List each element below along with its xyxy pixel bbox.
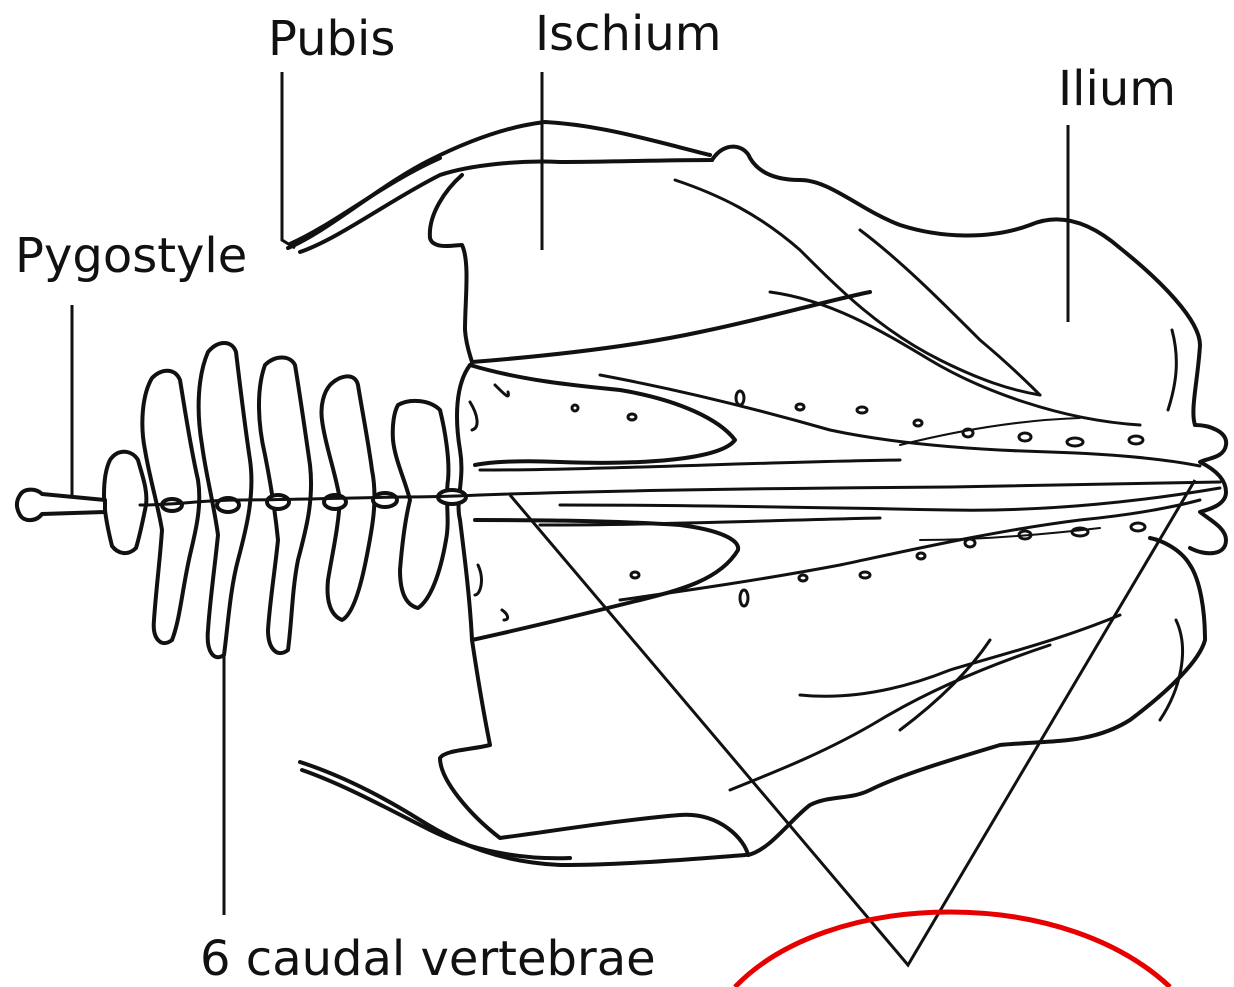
pygostyle-bone [17, 490, 105, 521]
label-caudal-vertebrae: 6 caudal vertebrae [200, 931, 656, 987]
ilium-upper [712, 147, 1200, 425]
caudal-vertebrae [104, 343, 480, 657]
highlight-circle [735, 912, 1170, 987]
leader-synsacrum [510, 480, 1195, 965]
leader-pubis [282, 72, 295, 248]
caudal-vertebra-6 [104, 452, 146, 553]
upper-hip-bones [288, 122, 1200, 425]
ischium-upper [430, 175, 870, 362]
ischium-lower [440, 640, 748, 855]
label-pubis: Pubis [268, 11, 395, 67]
label-ilium: Ilium [1058, 61, 1176, 117]
lower-hip-bones [300, 538, 1205, 865]
label-pygostyle: Pygostyle [15, 228, 247, 284]
pygostyle [17, 490, 105, 521]
pubis-upper [288, 122, 710, 248]
caudal-vertebra-1 [393, 401, 449, 608]
label-ischium: Ischium [535, 6, 722, 62]
